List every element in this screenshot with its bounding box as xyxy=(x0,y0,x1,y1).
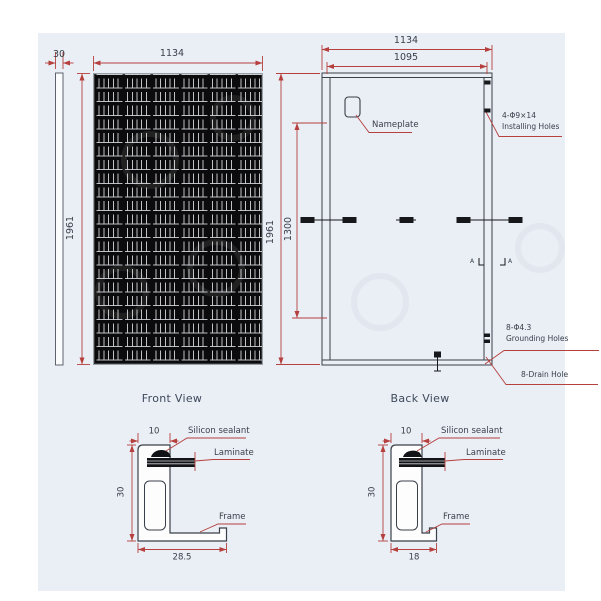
front-thickness-dim: 30 xyxy=(52,48,66,60)
back-mount-span-dim: 1300 xyxy=(282,216,294,242)
sealant-shape xyxy=(151,449,171,457)
frame-section-back-dimensions xyxy=(378,433,503,553)
section-front-sealant-callout: Silicon sealant xyxy=(188,426,250,436)
section-front-laminate-callout: Laminate xyxy=(214,447,254,458)
sealant-shape xyxy=(403,450,422,457)
side-view-outline xyxy=(55,72,64,366)
drain-hole-mark xyxy=(434,351,441,358)
section-cut-marks xyxy=(478,258,506,266)
section-front-bottom-dim: 28.5 xyxy=(172,552,192,563)
section-front-frame-callout: Frame xyxy=(219,512,246,522)
back-view-outline xyxy=(321,72,493,366)
frame-section-back-profile xyxy=(390,444,445,542)
nameplate-symbol xyxy=(344,96,361,118)
section-back-frame-callout: Frame xyxy=(443,512,470,522)
laminate-shape xyxy=(399,458,445,467)
hole-marks xyxy=(434,80,491,372)
front-view-panel-graphic xyxy=(93,73,263,365)
section-mark-right-label: A xyxy=(508,258,513,265)
frame-section-front-profile xyxy=(137,444,228,542)
section-back-height-dim: 30 xyxy=(367,486,378,498)
front-view-title: Front View xyxy=(141,391,203,405)
nameplate-callout: Nameplate xyxy=(372,120,419,130)
section-front-top-dim: 10 xyxy=(148,426,160,437)
watermark xyxy=(95,95,565,331)
section-back-bottom-dim: 18 xyxy=(408,552,420,563)
mounting-rails xyxy=(300,217,523,223)
grounding-holes-callout-line1: 8-Φ4.3 xyxy=(506,323,532,332)
section-front-height-dim: 30 xyxy=(116,486,127,498)
grounding-holes-callout-line2: Grounding Holes xyxy=(506,334,569,343)
back-inner-width-dim: 1095 xyxy=(393,51,419,63)
front-view-dimensions xyxy=(45,52,263,365)
section-back-laminate-callout: Laminate xyxy=(466,447,506,458)
front-height-dim: 1961 xyxy=(64,215,76,241)
installing-holes-callout-line2: Installing Holes xyxy=(502,122,560,131)
back-view-title: Back View xyxy=(390,391,450,405)
frame-section-front-dimensions xyxy=(127,433,250,553)
back-view-callout-leaders xyxy=(355,111,599,385)
section-back-sealant-callout: Silicon sealant xyxy=(441,426,503,436)
back-width-dim: 1134 xyxy=(393,34,419,46)
laminate-shape xyxy=(147,458,195,467)
section-back-top-dim: 10 xyxy=(400,426,412,437)
installing-holes-callout-line1: 4-Φ9×14 xyxy=(502,111,536,120)
front-width-dim: 1134 xyxy=(159,47,185,59)
section-mark-left-label: A xyxy=(470,258,475,265)
back-view-dimensions xyxy=(276,45,493,365)
drain-hole-callout: 8-Drain Hole xyxy=(521,370,569,379)
back-height-dim: 1961 xyxy=(264,219,276,245)
